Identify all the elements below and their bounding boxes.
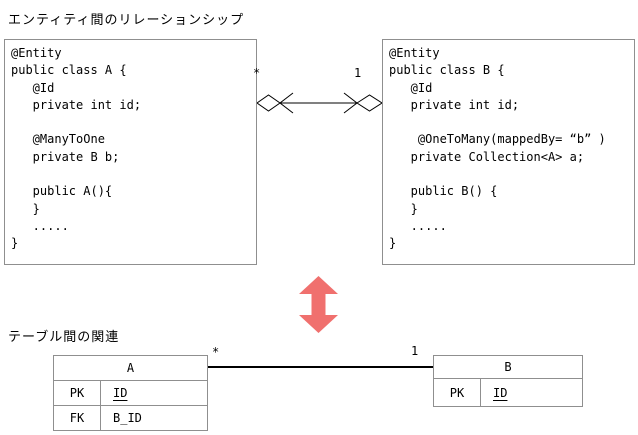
table-row: PK ID [434, 379, 582, 406]
section-title-table-relation: テーブル間の関連 [8, 330, 120, 345]
entity-a-code: @Entity public class A { @Id private int… [11, 46, 142, 251]
table-relation-multiplicity-one: 1 [411, 344, 419, 358]
table-b: B PK ID [433, 355, 583, 407]
table-a-title: A [54, 356, 207, 381]
entity-class-b-box: @Entity public class B { @Id private int… [382, 39, 635, 265]
table-b-title: B [434, 356, 582, 379]
table-a-fk-label: FK [54, 406, 101, 430]
entity-association-connector-icon [257, 92, 382, 114]
table-a: A PK ID FK B_ID [53, 355, 208, 431]
table-row: PK ID [54, 381, 207, 406]
table-relation-multiplicity-many: * [212, 345, 220, 359]
section-title-entity-relationship: エンティティ間のリレーションシップ [8, 13, 245, 28]
entity-association-multiplicity-many: * [253, 66, 261, 80]
table-a-fk-column: B_ID [113, 411, 142, 425]
entity-b-code: @Entity public class B { @Id private int… [389, 46, 606, 251]
entity-association-multiplicity-one: 1 [354, 66, 362, 80]
bidirectional-mapping-arrow-icon [299, 276, 338, 333]
table-row: FK B_ID [54, 406, 207, 430]
table-b-pk-label: PK [434, 379, 481, 406]
table-a-pk-column: ID [113, 386, 128, 400]
table-b-pk-column: ID [493, 385, 508, 400]
table-relation-line [207, 366, 434, 368]
entity-class-a-box: @Entity public class A { @Id private int… [4, 39, 257, 265]
table-a-pk-label: PK [54, 381, 101, 405]
